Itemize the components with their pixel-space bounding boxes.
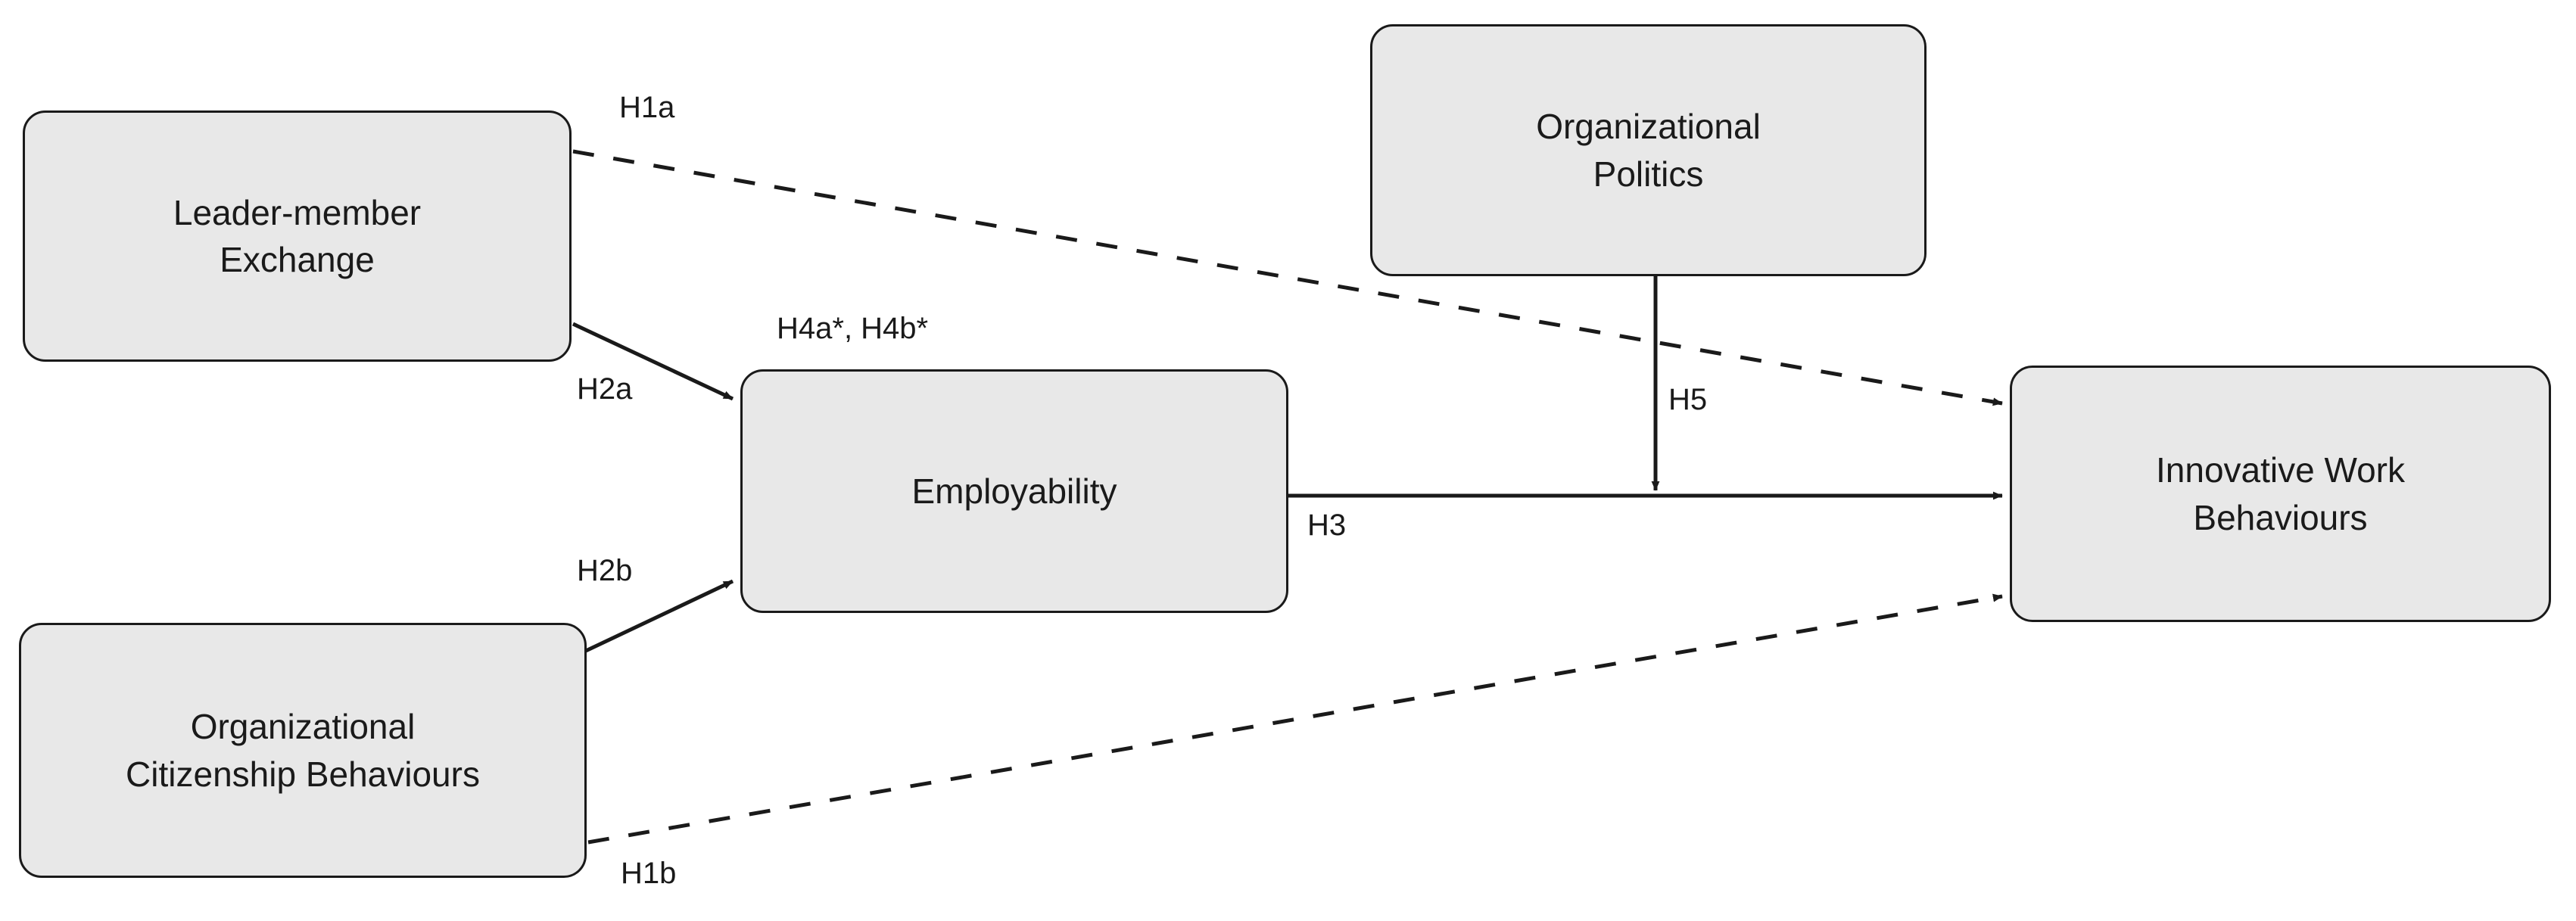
edge-h2b-line xyxy=(572,579,734,659)
node-organizational-citizenship-behaviours[interactable]: Organizational Citizenship Behaviours xyxy=(19,623,587,878)
node-innovative-work-behaviours[interactable]: Innovative Work Behaviours xyxy=(2010,366,2551,622)
node-organizational-politics[interactable]: Organizational Politics xyxy=(1370,24,1927,276)
edge-label-h2a: H2a xyxy=(577,372,633,406)
edge-label-h3: H3 xyxy=(1307,509,1347,542)
edge-label-h5: H5 xyxy=(1668,383,1708,416)
edge-label-h1b: H1b xyxy=(621,857,677,890)
node-label-organizational-citizenship-behaviours: Organizational Citizenship Behaviours xyxy=(126,707,480,794)
edge-h1b-line xyxy=(587,593,2003,845)
edge-h2a-line xyxy=(572,322,734,401)
node-leader-member-exchange[interactable]: Leader-member Exchange xyxy=(23,110,572,362)
node-label-employability: Employability xyxy=(911,471,1117,511)
edge-label-h1a: H1a xyxy=(619,91,675,124)
edge-label-h4a-h4b: H4a*, H4b* xyxy=(777,312,929,345)
node-label-organizational-politics: Organizational Politics xyxy=(1536,107,1761,194)
edge-label-h2b: H2b xyxy=(577,554,633,587)
node-label-innovative-work-behaviours: Innovative Work Behaviours xyxy=(2156,450,2405,537)
node-label-leader-member-exchange: Leader-member Exchange xyxy=(173,192,422,279)
node-employability[interactable]: Employability xyxy=(740,369,1288,613)
